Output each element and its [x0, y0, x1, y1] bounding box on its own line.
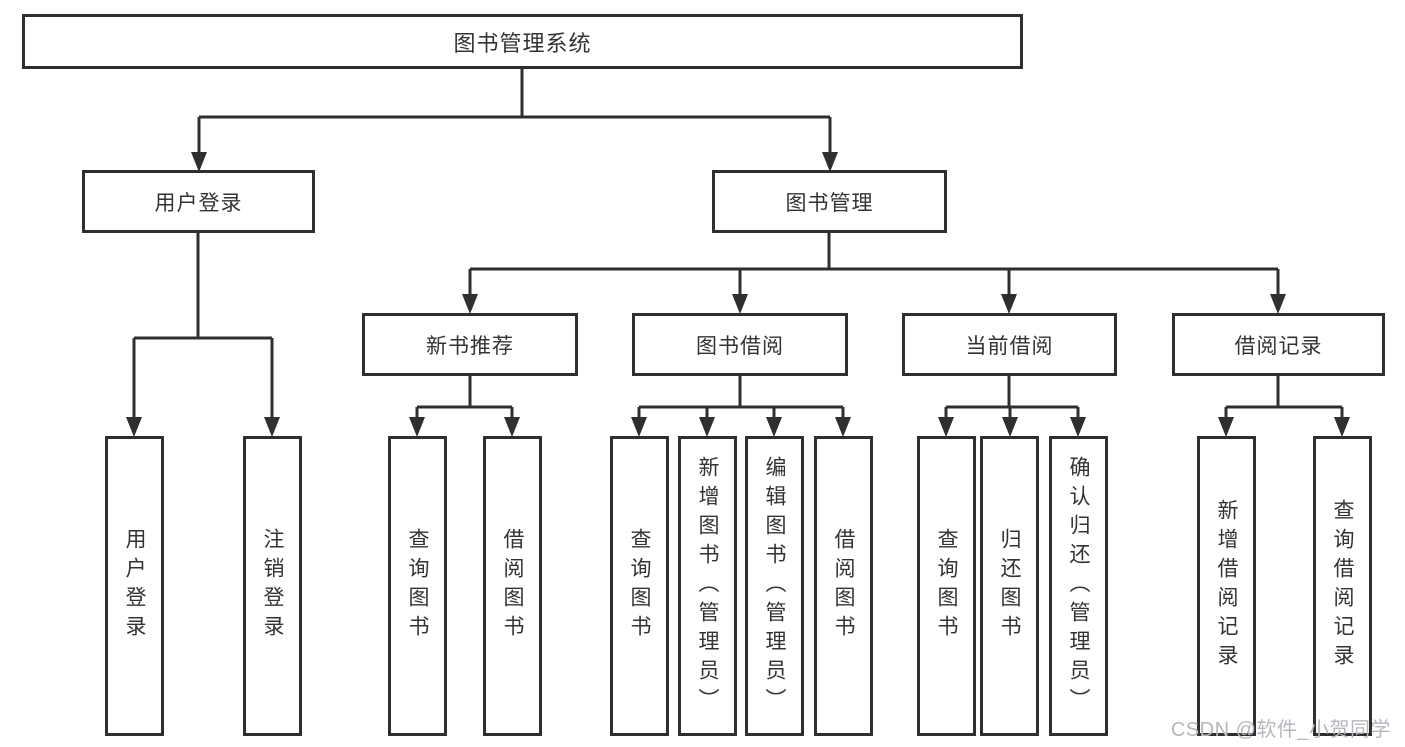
- node-root-system: 图书管理系统: [22, 14, 1023, 69]
- node-label: 借阅图书: [832, 528, 855, 644]
- node-label: 确认归还（管理员）: [1067, 455, 1090, 717]
- arrow-down-icon: [1070, 417, 1086, 437]
- node-label: 图书管理系统: [453, 30, 592, 56]
- arrow-down-icon: [699, 417, 715, 437]
- node-label: 借阅图书: [501, 528, 524, 644]
- leaf-query-books-borrow: 查询图书: [610, 436, 669, 736]
- node-label: 编辑图书（管理员）: [763, 455, 786, 717]
- node-label: 新书推荐: [426, 334, 514, 358]
- arrow-down-icon: [126, 417, 142, 437]
- connector-current-to-leaves: [938, 376, 1086, 437]
- leaf-add-borrow-record: 新增借阅记录: [1197, 436, 1256, 736]
- leaf-add-books-admin: 新增图书（管理员）: [678, 436, 737, 736]
- node-user-login: 用户登录: [82, 170, 315, 233]
- leaf-query-books-recommend: 查询图书: [388, 436, 447, 736]
- node-label: 用户登录: [154, 191, 243, 215]
- node-current-borrowing: 当前借阅: [902, 313, 1117, 376]
- node-label: 查询图书: [406, 528, 429, 644]
- node-label: 用户登录: [123, 528, 146, 644]
- arrow-down-icon: [1002, 417, 1018, 437]
- node-label: 借阅记录: [1234, 334, 1323, 358]
- node-label: 新增图书（管理员）: [696, 455, 719, 717]
- connector-records-to-leaves: [1218, 376, 1350, 437]
- node-label: 查询图书: [628, 528, 651, 644]
- arrow-down-icon: [409, 417, 425, 437]
- connector-root-to-level2: [191, 69, 838, 172]
- arrow-down-icon: [191, 152, 207, 172]
- node-label: 当前借阅: [965, 334, 1054, 358]
- leaf-user-login: 用户登录: [105, 436, 164, 736]
- node-label: 注销登录: [261, 528, 284, 644]
- arrow-down-icon: [1334, 417, 1350, 437]
- leaf-borrow-books: 借阅图书: [814, 436, 873, 736]
- csdn-watermark: CSDN @软件_小贺同学: [1170, 719, 1391, 741]
- arrow-down-icon: [631, 417, 647, 437]
- connector-management-to-groups: [462, 233, 1286, 314]
- arrow-down-icon: [732, 294, 748, 314]
- node-borrowing-records: 借阅记录: [1172, 313, 1385, 376]
- arrow-down-icon: [1270, 294, 1286, 314]
- leaf-borrow-books-recommend: 借阅图书: [483, 436, 542, 736]
- leaf-return-books: 归还图书: [980, 436, 1039, 736]
- node-label: 查询图书: [935, 528, 958, 644]
- node-label: 新增借阅记录: [1215, 499, 1238, 673]
- arrow-down-icon: [264, 417, 280, 437]
- arrow-down-icon: [938, 417, 954, 437]
- connector-login-to-leaves: [126, 233, 280, 437]
- leaf-logout: 注销登录: [243, 436, 302, 736]
- node-label: 归还图书: [998, 528, 1021, 644]
- node-label: 图书管理: [785, 191, 874, 215]
- leaf-edit-books-admin: 编辑图书（管理员）: [745, 436, 804, 736]
- arrow-down-icon: [1001, 294, 1017, 314]
- node-book-borrowing: 图书借阅: [632, 313, 848, 376]
- arrow-down-icon: [504, 417, 520, 437]
- arrow-down-icon: [835, 417, 851, 437]
- arrow-down-icon: [1218, 417, 1234, 437]
- connector-borrow-to-leaves: [631, 376, 851, 437]
- leaf-query-books-current: 查询图书: [917, 436, 976, 736]
- connector-newbook-to-leaves: [409, 376, 520, 437]
- node-label: 查询借阅记录: [1331, 499, 1354, 673]
- arrow-down-icon: [766, 417, 782, 437]
- node-label: 图书借阅: [696, 334, 784, 358]
- arrow-down-icon: [822, 152, 838, 172]
- arrow-down-icon: [462, 294, 478, 314]
- leaf-query-borrow-record: 查询借阅记录: [1313, 436, 1372, 736]
- node-new-book-recommend: 新书推荐: [362, 313, 578, 376]
- leaf-confirm-return-admin: 确认归还（管理员）: [1049, 436, 1108, 736]
- node-book-management: 图书管理: [712, 170, 947, 233]
